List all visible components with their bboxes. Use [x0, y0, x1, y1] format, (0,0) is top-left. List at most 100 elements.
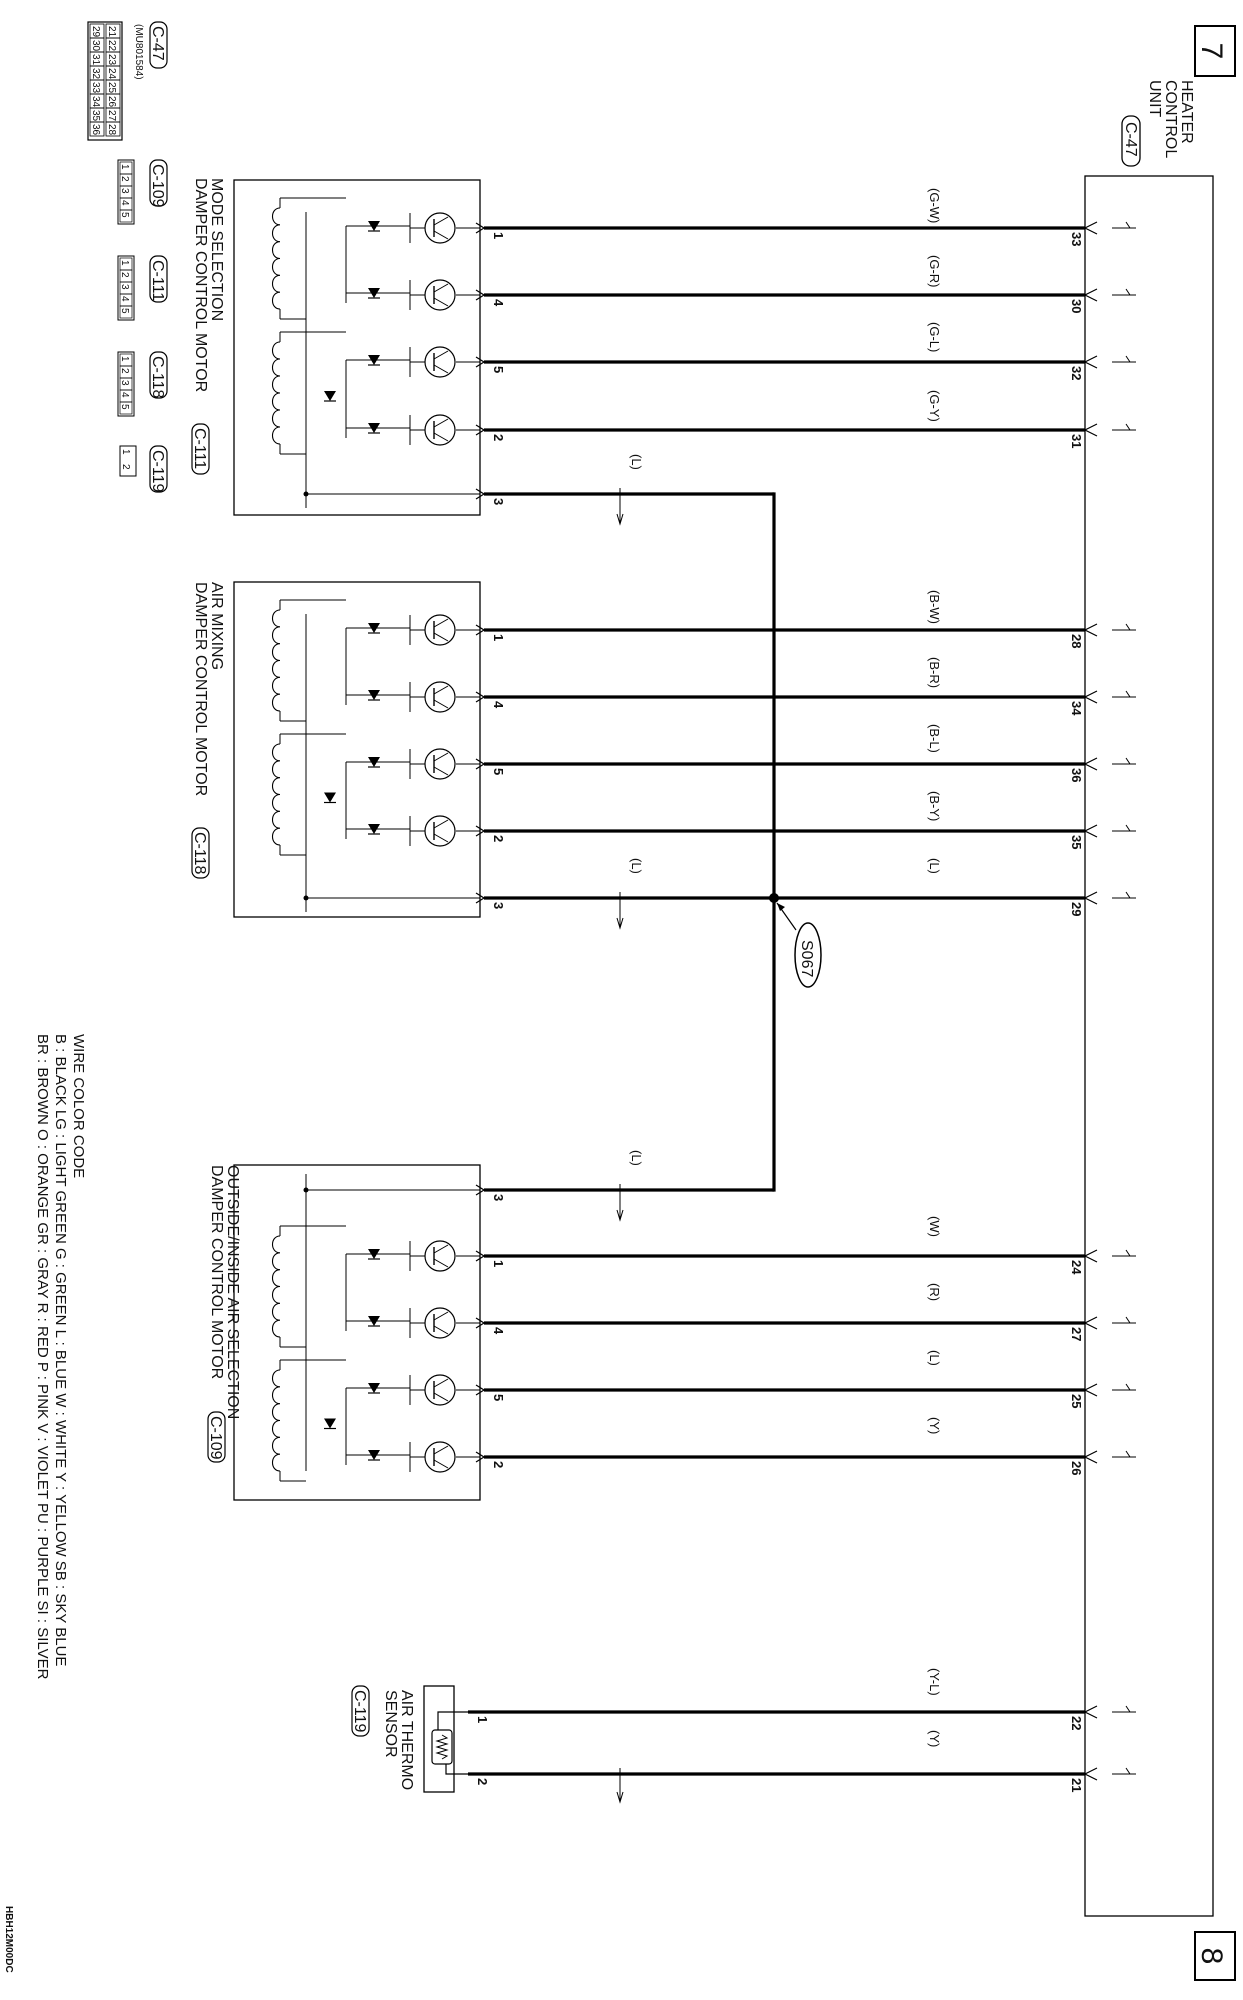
motor-terminal — [475, 825, 486, 837]
hcu-terminal — [1083, 1705, 1136, 1719]
motor-terminal — [475, 356, 486, 368]
motor-coil-symbol — [271, 341, 281, 445]
transistor-symbol — [424, 1374, 456, 1406]
unit-pin-number: 29 — [1069, 902, 1084, 916]
transistor-symbol — [424, 815, 456, 847]
transistor-symbol — [424, 1240, 456, 1272]
motor-pin-number: 5 — [491, 366, 506, 373]
hcu-terminal — [1083, 1316, 1136, 1330]
outside-connector-id: C-109 — [207, 1416, 224, 1460]
wire-color-label: (L) — [629, 1150, 644, 1166]
motor-pin-number: 4 — [491, 299, 506, 307]
unit-pin-number: 35 — [1069, 835, 1084, 849]
legend-title: WIRE COLOR CODE — [70, 1034, 87, 1178]
small-connector-pin: 5 — [119, 404, 130, 410]
small-connector-pin: 4 — [119, 296, 130, 302]
splice-s067: S067 — [769, 893, 822, 988]
small-connector-label: C-119 — [149, 450, 166, 492]
c47-pin-row2: 36 — [90, 124, 101, 136]
motor-coil-symbol — [271, 1369, 281, 1472]
wire-color-label: (W) — [927, 1216, 942, 1237]
motor-pin-number: 3 — [491, 498, 506, 505]
page-number-left: 7 — [1194, 25, 1236, 77]
unit-pin-number: 31 — [1069, 434, 1084, 448]
wire-color-label: (G-Y) — [927, 390, 942, 422]
sensor-pin-number: 2 — [475, 1778, 490, 1785]
small-connector-label: C-118 — [149, 356, 166, 398]
connector-view-c47: C-47 (MU801584) 212223242526272829303132… — [87, 21, 168, 141]
sensor-title-line-1: AIR THERMO — [398, 1690, 415, 1790]
wire-color-label: (Y) — [927, 1730, 942, 1747]
motor-pin-number: 3 — [491, 902, 506, 909]
hcu-title-line-2: CONTROL — [1162, 80, 1179, 158]
wire-color-label: (B-W) — [927, 590, 942, 624]
motor-circuit-airmix — [271, 599, 480, 912]
air-thermo-sensor: AIR THERMO SENSOR C-119 — [351, 1685, 468, 1793]
transistor-symbol — [424, 1307, 456, 1339]
transistor-symbol — [424, 614, 456, 646]
outside-title-line-1: OUTSIDE/INSIDE AIR SELECTION — [224, 1165, 241, 1419]
small-connector-pin: 2 — [120, 464, 131, 470]
transistor-symbol — [424, 212, 456, 244]
unit-pin-number: 36 — [1069, 768, 1084, 782]
c47-pin-row1: 23 — [106, 54, 117, 66]
c47-pin-row2: 32 — [90, 68, 101, 80]
motor-title-outside: OUTSIDE/INSIDE AIR SELECTION DAMPER CONT… — [207, 1165, 241, 1463]
sensor-title-line-2: SENSOR — [382, 1690, 399, 1758]
wire-color-label: (Y) — [927, 1417, 942, 1434]
diode-symbol — [324, 792, 336, 803]
small-connector-pin: 4 — [119, 392, 130, 398]
mode-title-line-2: DAMPER CONTROL MOTOR — [192, 178, 209, 392]
hcu-terminal — [1083, 623, 1136, 637]
motor-pin-number: 5 — [491, 1394, 506, 1401]
wire-color-label: (L) — [927, 1350, 942, 1366]
motor-terminal — [475, 624, 486, 636]
motor-box-mode — [233, 179, 481, 516]
legend-line-2: BR : BROWN O : ORANGE GR : GRAY R : RED … — [34, 1034, 51, 1680]
motor-coil-symbol — [271, 207, 281, 310]
unit-pin-number: 32 — [1069, 366, 1084, 380]
airmix-connector-id: C-118 — [191, 832, 208, 874]
motor-coil-symbol — [271, 609, 281, 712]
transistor-symbol — [424, 414, 456, 446]
small-connector-pin: 2 — [119, 272, 130, 278]
hcu-terminal — [1083, 891, 1136, 905]
c47-pin-row2: 35 — [90, 110, 101, 122]
c47-pin-row1: 26 — [106, 96, 117, 108]
wire-color-label: (L) — [629, 858, 644, 874]
airmix-title-line-2: DAMPER CONTROL MOTOR — [192, 582, 209, 796]
unit-pin-number: 24 — [1069, 1260, 1084, 1275]
small-connector-pin: 1 — [119, 356, 130, 362]
c47-pin-row1: 28 — [106, 124, 117, 136]
c47-pin-row1: 22 — [106, 40, 117, 52]
c47-pin-row2: 33 — [90, 82, 101, 94]
small-connector-pin: 3 — [119, 380, 130, 386]
motor-terminal — [475, 222, 486, 234]
motor-pin-number: 2 — [491, 434, 506, 441]
transistor-symbol — [424, 681, 456, 713]
motor-title-airmix: AIR MIXING DAMPER CONTROL MOTOR C-118 — [191, 582, 225, 879]
motor-coil-symbol — [271, 743, 281, 846]
small-connector-pin: 5 — [119, 212, 130, 218]
motor-pin-number: 1 — [491, 634, 506, 641]
airmix-title-line-1: AIR MIXING — [208, 582, 225, 670]
c47-part-number: (MU801584) — [133, 24, 144, 80]
sensor-box — [423, 1685, 455, 1793]
hcu-title-line-1: HEATER — [1178, 80, 1195, 144]
motor-circuit-mode — [271, 197, 480, 508]
unit-pin-number: 28 — [1069, 634, 1084, 648]
small-connector-pin: 3 — [119, 188, 130, 194]
motor-title-mode: MODE SELECTION DAMPER CONTROL MOTOR C-11… — [191, 178, 225, 475]
motor-pin-number: 2 — [491, 1461, 506, 1468]
reference-code: HBH12M00DC — [3, 1906, 14, 1973]
unit-pin-number: 33 — [1069, 232, 1084, 246]
hcu-terminal — [1083, 355, 1136, 369]
hcu-title-line-3: UNIT — [1146, 80, 1163, 118]
c47-pin-row1: 27 — [106, 110, 117, 122]
c47-pin-row1: 25 — [106, 82, 117, 94]
transistor-symbol — [424, 748, 456, 780]
c47-pin-row1: 24 — [106, 68, 117, 80]
